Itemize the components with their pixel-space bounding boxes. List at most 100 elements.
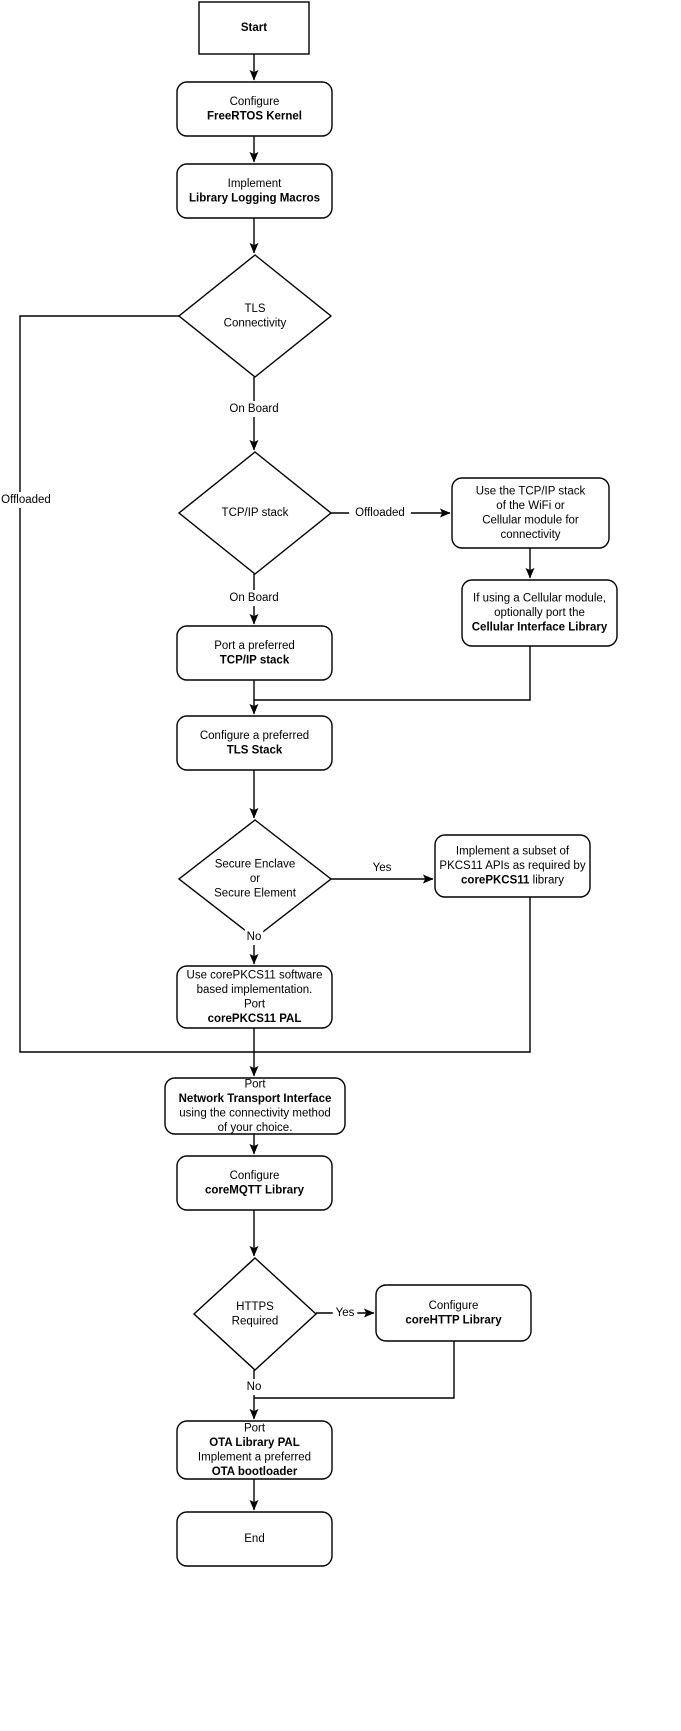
node-label-line: TLS Stack [227,744,283,756]
edge-label-backdrop [332,1305,358,1321]
edge-tls-offloaded-branch [19,315,254,1053]
shape-rectangle [198,1,310,55]
edge-label-backdrop [369,860,395,876]
shape-rounded-rectangle [176,163,333,219]
node-label-line: using the connectivity method [179,1107,331,1119]
shape-rounded-rectangle [451,477,610,549]
node-use-corepkcs11-software: Use corePKCS11 software based implementat… [176,965,333,1029]
node-start: Start [198,1,310,55]
shape-rounded-rectangle [375,1284,532,1342]
node-label-line: PKCS11 APIs as required by [439,860,585,872]
edge-label-https-no: No [247,1381,262,1393]
node-tls-connectivity-decision: TLS Connectivity [177,254,333,378]
node-end: End [176,1511,333,1567]
node-label-line: coreMQTT Library [205,1184,305,1196]
edge-label-tls-offloaded-branch: Offloaded [1,494,51,506]
node-configure-corehttp-library: Configure coreHTTP Library [375,1284,532,1342]
node-label-line: Port [244,1078,266,1090]
node-label-line: corePKCS11 PAL [208,1013,302,1025]
edge-label-backdrop [226,401,282,417]
node-https-required-decision: HTTPS Required [192,1257,318,1371]
node-label-line: Port [244,998,266,1010]
node-label-line: Use the TCP/IP stack [476,485,586,497]
edge-label-https-yes: Yes [336,1307,355,1319]
node-label-line: Network Transport Interface [179,1093,332,1105]
node-label-line: Secure Enclave [215,859,296,871]
shape-rounded-rectangle [176,1511,333,1567]
shape-rounded-rectangle [176,715,333,771]
edge-label-backdrop [226,590,282,606]
node-label-line: If using a Cellular module, [473,593,606,605]
node-label-line: connectivity [500,529,560,541]
node-label-line: TCP/IP stack [222,507,289,519]
shape-rounded-rectangle [434,834,591,898]
node-label-line: coreHTTP Library [405,1314,502,1326]
node-tcpip-stack-decision: TCP/IP stack [177,451,333,575]
node-label-line: or [250,873,260,885]
node-label-line: Implement a subset of [456,846,570,858]
node-label-line: HTTPS [236,1301,274,1313]
node-label-line: Start [241,22,267,34]
edge-label-backdrop [349,505,411,521]
node-port-cellular-interface-library: If using a Cellular module, optionally po… [461,579,618,647]
edge-label-secure-enclave-yes: Yes [373,862,392,874]
node-label-line: Cellular Interface Library [472,622,608,634]
node-label-line: corePKCS11 library [461,875,564,887]
edge-label-tcpip-offloaded-branch: Offloaded [355,507,405,519]
node-label-line: OTA Library PAL [209,1437,300,1449]
node-label-line: of the WiFi or [496,500,565,512]
node-label-line: Port a preferred [214,640,295,652]
node-label-line: Configure a preferred [200,730,309,742]
node-implement-pkcs11-subset: Implement a subset of PKCS11 APIs as requ… [434,834,591,898]
edge-label-secure-enclave-no: No [247,931,262,943]
edge-corehttp-rejoin [254,1341,455,1399]
edge-cellular-rejoin [254,646,531,701]
node-label-line: TCP/IP stack [220,654,290,666]
node-label-line: Configure [429,1300,479,1312]
shape-rounded-rectangle [176,965,333,1029]
node-label-line: FreeRTOS Kernel [207,110,302,122]
node-label-line: Library Logging Macros [189,192,320,204]
node-label-line: Use corePKCS11 software [187,969,323,981]
shape-diamond [192,1257,318,1371]
shape-diamond [177,451,333,575]
node-label-line: Configure [230,1170,280,1182]
edge-label-backdrop [0,492,57,508]
shape-diamond [177,254,333,378]
node-use-module-tcpip-stack: Use the TCP/IP stack of the WiFi or Cellul… [451,477,610,549]
node-label-line: Configure [230,96,280,108]
edge-pkcs11-subset-rejoin [254,897,531,1053]
node-label-line: Implement [228,178,282,190]
edge-label-tls-onboard-to-tcpip: On Board [229,403,278,415]
node-label-line: based implementation. [197,984,313,996]
edge-label-backdrop [244,929,264,945]
shape-rounded-rectangle [164,1077,346,1135]
node-label-line: End [244,1533,264,1545]
edge-label-backdrop [244,1379,264,1395]
node-label-line: optionally port the [494,607,585,619]
edge-label-tcpip-onboard-to-port: On Board [229,592,278,604]
node-label-line: Secure Element [214,888,297,900]
node-label-line: Connectivity [224,317,287,329]
node-configure-coremqtt-library: Configure coreMQTT Library [176,1155,333,1211]
node-label-line: OTA bootloader [212,1466,298,1478]
shape-rounded-rectangle [176,1420,333,1480]
node-label-line: Implement a preferred [198,1451,311,1463]
shape-rounded-rectangle [176,81,333,137]
node-label-line: Port [244,1422,266,1434]
node-label-line: of your choice. [218,1122,293,1134]
node-label-line: Cellular module for [482,514,579,526]
node-label-line: Required [232,1315,279,1327]
node-label-line: TLS [244,303,265,315]
shape-rounded-rectangle [461,579,618,647]
